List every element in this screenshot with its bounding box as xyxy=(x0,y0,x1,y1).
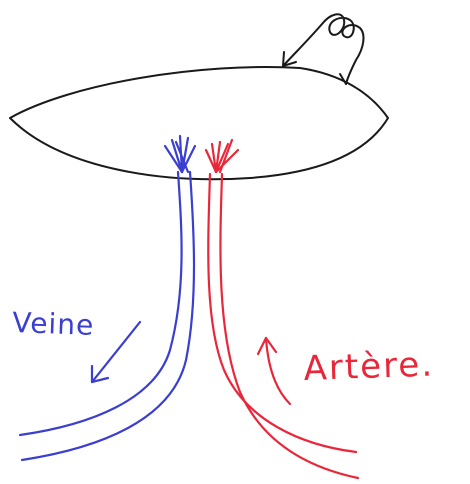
vein-vessel xyxy=(20,136,195,460)
vein-label: Veine xyxy=(12,306,95,342)
organ-disc xyxy=(10,67,388,179)
arrow-up-icon xyxy=(258,338,290,404)
artery-vessel xyxy=(206,140,358,478)
artery-label: Artère. xyxy=(303,344,435,389)
arrow-down-left-icon xyxy=(92,322,140,382)
